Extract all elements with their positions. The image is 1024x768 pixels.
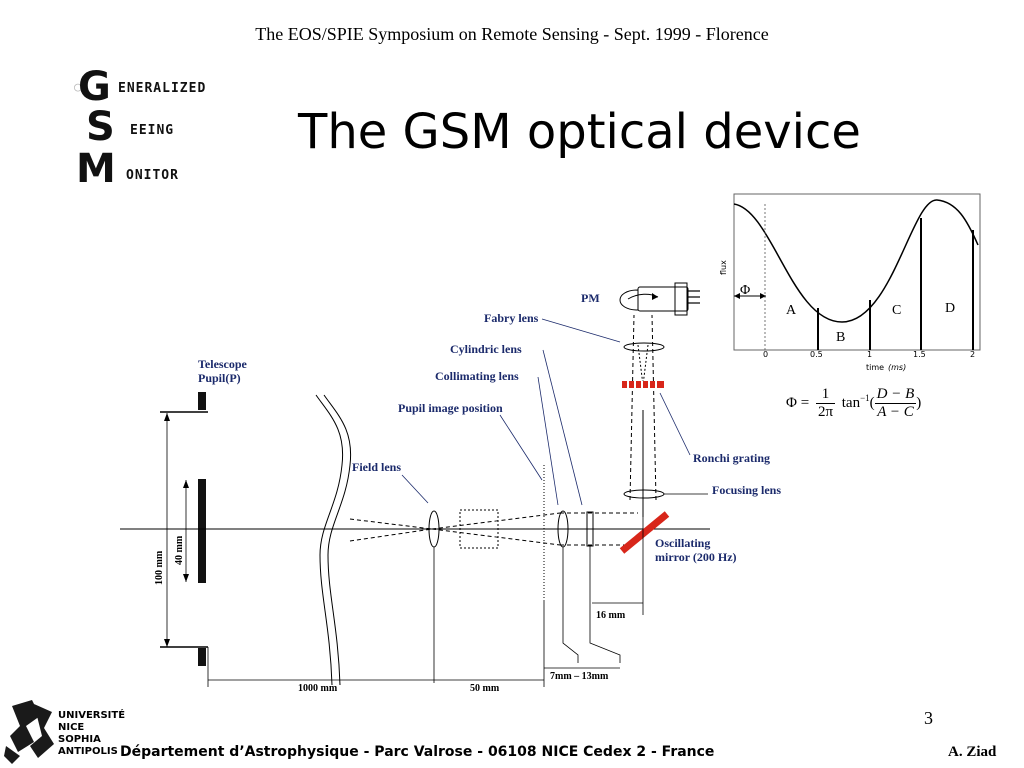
slide-title: The GSM optical device xyxy=(298,104,861,160)
university-logo-mark xyxy=(4,700,54,764)
graph-seg-a: A xyxy=(786,303,797,318)
dim-16mm: 16 mm xyxy=(596,610,626,621)
graph-seg-b: B xyxy=(836,330,845,345)
label-cylindric-lens: Cylindric lens xyxy=(450,342,522,356)
logo-ghost-g: ○ xyxy=(74,80,83,95)
oscillating-mirror xyxy=(619,511,670,554)
univ-line-2: NICE xyxy=(58,722,85,733)
optical-diagram: 100 mm 40 mm xyxy=(120,282,781,694)
logo-letter-s: S xyxy=(86,104,115,150)
break-mark-left xyxy=(315,394,344,686)
univ-line-3: SOPHIA xyxy=(58,734,101,745)
logo-letter-g: G xyxy=(78,64,111,110)
graph-ylabel: flux xyxy=(719,260,728,275)
pupil-image-box xyxy=(459,509,499,549)
logo-letter-m: M xyxy=(76,146,116,192)
label-pm: PM xyxy=(581,291,600,305)
graph-seg-d: D xyxy=(945,301,955,316)
graph-xunit: (ms) xyxy=(888,363,906,372)
phase-formula: Φ = 1 2π tan−1( D − B A − C ) xyxy=(786,386,922,420)
dim-7-13mm: 7mm – 13mm xyxy=(550,671,609,682)
page-number: 3 xyxy=(924,708,933,728)
formula-lhs: Φ = xyxy=(786,394,810,411)
formula-frac2-num: D − B xyxy=(874,386,917,404)
dim-1000mm: 1000 mm xyxy=(298,683,338,694)
focusing-lens xyxy=(623,489,665,499)
formula-frac2-den: A − C xyxy=(877,404,914,420)
label-pupil-p: Pupil(P) xyxy=(198,371,241,385)
logo-word-generalized: ENERALIZED xyxy=(118,81,207,96)
label-ronchi-grating: Ronchi grating xyxy=(693,451,770,465)
author: A. Ziad xyxy=(948,744,997,760)
label-mirror-200hz: mirror (200 Hz) xyxy=(655,550,737,564)
label-pupil-image-position: Pupil image position xyxy=(398,401,503,415)
fabry-lens xyxy=(623,342,665,352)
flux-curve xyxy=(733,199,979,323)
university-logo: UNIVERSITÉ NICE SOPHIA ANTIPOLIS xyxy=(4,696,126,766)
pupil-central-obstruction xyxy=(198,479,206,583)
dim-50mm: 50 mm xyxy=(470,683,500,694)
photomultiplier xyxy=(637,286,689,312)
label-focusing-lens: Focusing lens xyxy=(712,483,781,497)
graph-xlabel: time xyxy=(866,363,884,372)
pupil-lower-block xyxy=(198,648,206,666)
label-oscillating: Oscillating xyxy=(655,536,710,550)
univ-line-4: ANTIPOLIS xyxy=(58,746,118,757)
pupil-upper-block xyxy=(198,392,206,410)
label-field-lens: Field lens xyxy=(352,460,401,474)
footer-address: Département d’Astrophysique - Parc Valro… xyxy=(120,744,715,760)
logo-word-seeing: EEING xyxy=(130,123,175,138)
graph-phase-label: Φ xyxy=(740,283,750,298)
formula-frac1-den: 2π xyxy=(817,404,834,420)
logo-word-monitor: ONITOR xyxy=(126,168,179,183)
label-fabry-lens: Fabry lens xyxy=(484,311,539,325)
graph-seg-c: C xyxy=(892,303,901,318)
dim-40mm: 40 mm xyxy=(174,535,185,565)
graph-xtick-3: 1.5 xyxy=(913,350,926,359)
dim-100mm: 100 mm xyxy=(154,550,165,585)
formula-frac1-num: 1 xyxy=(815,386,836,404)
graph-xtick-4: 2 xyxy=(970,350,975,359)
graph-xtick-2: 1 xyxy=(867,350,872,359)
label-telescope: Telescope xyxy=(198,357,248,371)
graph-xtick-1: 0.5 xyxy=(810,350,823,359)
graph-frame xyxy=(733,193,981,351)
formula-exp: −1 xyxy=(860,392,870,403)
pm-tube-front xyxy=(619,289,639,311)
univ-line-1: UNIVERSITÉ xyxy=(58,710,126,721)
break-mark-right xyxy=(323,394,352,686)
label-collimating-lens: Collimating lens xyxy=(435,369,519,383)
conference-header: The EOS/SPIE Symposium on Remote Sensing… xyxy=(255,24,769,44)
signal-graph: Φ A B C D flux 0 0.5 1 1.5 2 time (ms) xyxy=(719,193,981,372)
gsm-logo: ○ G ENERALIZED S EEING M ONITOR xyxy=(72,64,232,192)
formula-func: tan xyxy=(841,394,861,411)
graph-xtick-0: 0 xyxy=(763,350,768,359)
